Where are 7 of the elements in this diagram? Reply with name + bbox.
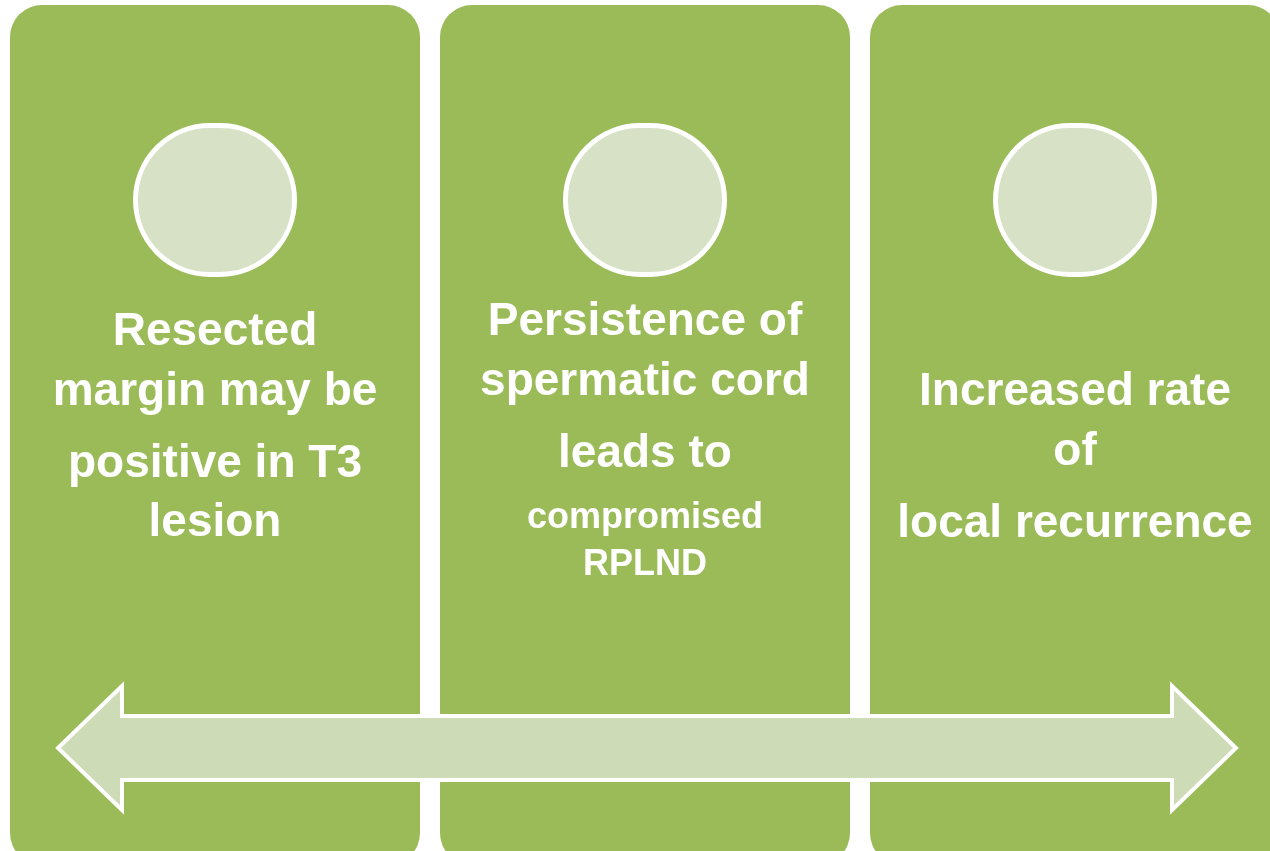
panel-text: leads to <box>558 423 732 479</box>
panel <box>10 5 420 851</box>
panel <box>440 5 850 851</box>
panel <box>870 5 1270 851</box>
panel-text: positive in T3 lesion <box>67 433 363 549</box>
panel-text: local recurrence <box>897 493 1253 549</box>
panel-text: compromised RPLND <box>525 494 765 586</box>
